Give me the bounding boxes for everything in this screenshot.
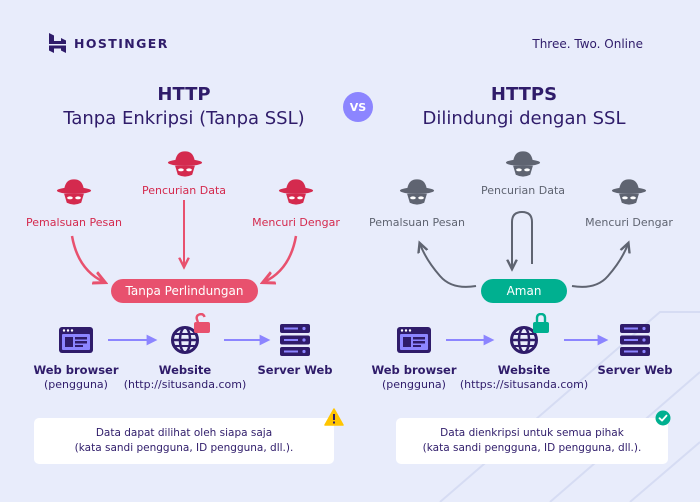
vs-badge: VS	[343, 92, 373, 122]
brand-tagline: Three. Two. Online	[532, 37, 643, 51]
https-note-line-1: Data dienkripsi untuk semua pihak	[440, 427, 624, 439]
http-node-server-title: Server Web	[257, 363, 333, 377]
hacker-icon	[278, 178, 314, 206]
http-title: HTTP	[157, 84, 211, 105]
locked-padlock-icon	[533, 313, 549, 333]
unlocked-padlock-icon	[194, 313, 210, 333]
http-node-browser-title: Web browser	[33, 363, 119, 377]
https-threat-theft: Pencurian Data	[480, 184, 566, 197]
http-note-line-2: (kata sandi pengguna, ID pengguna, dll.)…	[74, 442, 294, 454]
http-status-pill: Tanpa Perlindungan	[111, 279, 258, 303]
https-node-website-title: Website	[497, 363, 551, 377]
brand-name: HOSTINGER	[74, 35, 169, 51]
server-icon	[620, 324, 650, 356]
https-note-box: Data dienkripsi untuk semua pihak (kata …	[396, 418, 668, 464]
https-node-server-title: Server Web	[597, 363, 673, 377]
browser-icon	[59, 327, 93, 353]
https-threat-forgery: Pemalsuan Pesan	[369, 216, 465, 229]
http-subtitle: Tanpa Enkripsi (Tanpa SSL)	[63, 108, 305, 129]
https-title: HTTPS	[490, 84, 558, 105]
http-note-line-1: Data dapat dilihat oleh siapa saja	[95, 427, 273, 439]
hacker-icon	[611, 178, 647, 206]
http-node-website-sub: (http://situsanda.com)	[123, 378, 247, 391]
hacker-icon	[167, 150, 203, 178]
http-eavesdrop-arrow	[264, 235, 298, 282]
https-forgery-deflect-arrow	[420, 244, 477, 288]
http-note-box: Data dapat dilihat oleh siapa saja (kata…	[34, 418, 334, 464]
https-subtitle: Dilindungi dengan SSL	[422, 108, 626, 129]
hacker-icon	[399, 178, 435, 206]
http-node-website-title: Website	[158, 363, 212, 377]
http-node-browser-sub: (pengguna)	[44, 378, 108, 391]
https-theft-deflect-arrow	[512, 210, 533, 268]
browser-icon	[397, 327, 431, 353]
hacker-icon	[505, 150, 541, 178]
https-eavesdrop-deflect-arrow	[571, 244, 628, 288]
brand-logo: HOSTINGER	[49, 33, 169, 53]
https-node-browser-sub: (pengguna)	[382, 378, 446, 391]
https-node-website-sub: (https://situsanda.com)	[459, 378, 589, 391]
https-status-pill: Aman	[481, 279, 567, 303]
http-forgery-arrow	[70, 235, 104, 282]
server-icon	[280, 324, 310, 356]
https-node-browser-title: Web browser	[371, 363, 457, 377]
https-threat-eavesdrop: Mencuri Dengar	[585, 216, 673, 229]
http-threat-theft: Pencurian Data	[141, 184, 227, 197]
hacker-icon	[56, 178, 92, 206]
https-note-line-2: (kata sandi pengguna, ID pengguna, dll.)…	[422, 442, 642, 454]
http-threat-eavesdrop: Mencuri Dengar	[252, 216, 340, 229]
http-threat-forgery: Pemalsuan Pesan	[26, 216, 122, 229]
hostinger-logo-icon	[49, 33, 66, 53]
check-icon	[655, 410, 671, 426]
warning-icon	[324, 408, 344, 426]
